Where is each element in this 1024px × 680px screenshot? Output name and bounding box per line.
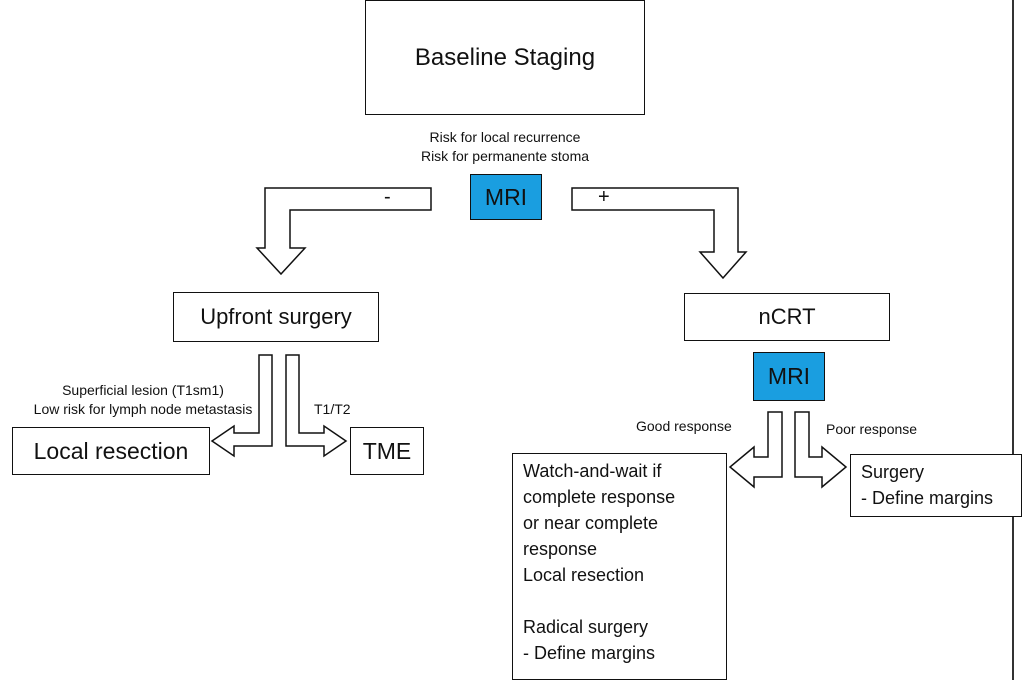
surgery-box: Surgery - Define margins — [850, 454, 1022, 517]
watch-line: or near complete — [523, 513, 659, 533]
risk-label: Risk for local recurrence Risk for perma… — [380, 128, 630, 166]
watch-line: response — [523, 539, 598, 559]
mri-top-box: MRI — [470, 174, 542, 220]
arrow-negative-to-upfront — [255, 187, 432, 276]
mri-mid-label: MRI — [767, 363, 811, 389]
superficial-line: Low risk for lymph node metastasis — [33, 401, 253, 417]
watch-line: Watch-and-wait if — [523, 461, 662, 481]
mri-mid-box: MRI — [753, 352, 825, 401]
arrow-poor-response — [794, 411, 848, 489]
good-response-label: Good response — [636, 418, 732, 434]
arrow-positive-to-ncrt — [571, 187, 748, 280]
baseline-staging-label: Baseline Staging — [414, 43, 596, 71]
arrow-good-response — [728, 411, 783, 489]
watch-line: Local resection — [523, 565, 645, 585]
watch-line — [523, 588, 726, 614]
ncrt-label: nCRT — [758, 304, 816, 329]
baseline-staging-box: Baseline Staging — [365, 0, 645, 115]
surgery-line: Surgery — [861, 462, 925, 482]
superficial-line: Superficial lesion (T1sm1) — [62, 382, 224, 398]
tme-box: TME — [350, 427, 424, 475]
risk-line: Risk for permanente stoma — [420, 148, 590, 164]
watch-line: Radical surgery — [523, 617, 649, 637]
positive-sign: + — [598, 186, 610, 208]
mri-top-label: MRI — [484, 183, 528, 210]
watch-and-wait-box: Watch-and-wait if complete response or n… — [512, 453, 727, 680]
poor-response-label: Poor response — [826, 421, 918, 437]
arrow-to-tme — [285, 354, 348, 458]
t1t2-label: T1/T2 — [314, 401, 351, 417]
arrow-to-local-resection — [210, 354, 273, 458]
tme-label: TME — [362, 437, 412, 464]
watch-line: complete response — [523, 487, 676, 507]
superficial-label: Superficial lesion (T1sm1) Low risk for … — [28, 381, 258, 419]
local-resection-label: Local resection — [33, 437, 189, 464]
watch-line: - Define margins — [523, 643, 656, 663]
negative-sign: - — [384, 186, 391, 208]
risk-line: Risk for local recurrence — [429, 129, 581, 145]
local-resection-box: Local resection — [12, 427, 210, 475]
upfront-surgery-box: Upfront surgery — [173, 292, 379, 342]
ncrt-box: nCRT — [684, 293, 890, 341]
surgery-line: - Define margins — [861, 488, 994, 508]
upfront-surgery-label: Upfront surgery — [200, 304, 352, 329]
